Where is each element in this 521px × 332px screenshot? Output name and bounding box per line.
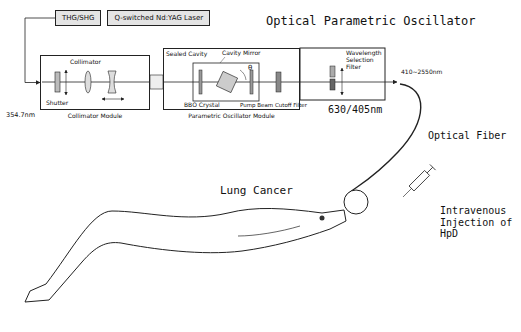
part-label: Cavity Mirror xyxy=(222,50,261,57)
concave-lens xyxy=(108,71,116,93)
module-caption: Parametric Oscillator Module xyxy=(164,112,299,119)
filter-slide-arrow xyxy=(342,68,343,95)
patient-body xyxy=(25,208,346,302)
optical-fiber xyxy=(346,84,421,196)
part-label: Shutter xyxy=(46,100,68,107)
angle-arc xyxy=(240,70,246,80)
wavelength-label: 354.7nm xyxy=(6,112,35,119)
filter-plate xyxy=(330,66,335,77)
box-label: THG/SHG xyxy=(62,14,94,22)
filter-plate xyxy=(330,79,335,90)
diagram-title: Optical Parametric Oscillator xyxy=(266,15,476,29)
tumor xyxy=(320,216,325,221)
part-label: θ xyxy=(248,64,252,72)
part-label: Lung Cancer xyxy=(220,185,293,198)
part-label: Collimator xyxy=(70,59,101,66)
part-label: Intravenous Injection of HpD xyxy=(440,205,518,240)
cutoff-filter xyxy=(276,72,281,92)
cavity-mirror xyxy=(199,70,202,94)
part-label: Optical Fiber xyxy=(428,130,506,142)
sealed-cavity xyxy=(193,63,259,101)
syringe xyxy=(400,164,435,199)
box-label: Q-switched Nd:YAG Laser xyxy=(114,14,203,22)
lens-move-arrow xyxy=(102,99,124,100)
part-label: Pump Beam Cutoff Filter xyxy=(240,102,307,108)
coupling-tube xyxy=(150,75,163,89)
convex-lens xyxy=(85,71,91,93)
leader-line xyxy=(220,57,225,63)
shutter-arrow xyxy=(66,70,67,95)
process-box: THG/SHG xyxy=(55,10,101,26)
patient-head xyxy=(344,190,368,214)
part-label: 630/405nm xyxy=(328,104,382,116)
filter-module xyxy=(300,48,385,100)
cavity-mirror xyxy=(250,70,253,94)
part-label: BBO Crystal xyxy=(184,102,220,109)
patient-arm xyxy=(238,226,300,236)
module-housing: Parametric Oscillator Module xyxy=(163,48,300,110)
bbo-crystal xyxy=(216,71,237,92)
part-label: Sealed Cavity xyxy=(166,51,207,58)
process-box: Q-switched Nd:YAG Laser xyxy=(107,10,210,26)
shutter-plate xyxy=(55,72,60,92)
part-label: 410~2550nm xyxy=(401,69,442,76)
module-caption: Collimator Module xyxy=(41,112,149,119)
part-label: Wavelength Selection Filter xyxy=(346,50,386,71)
